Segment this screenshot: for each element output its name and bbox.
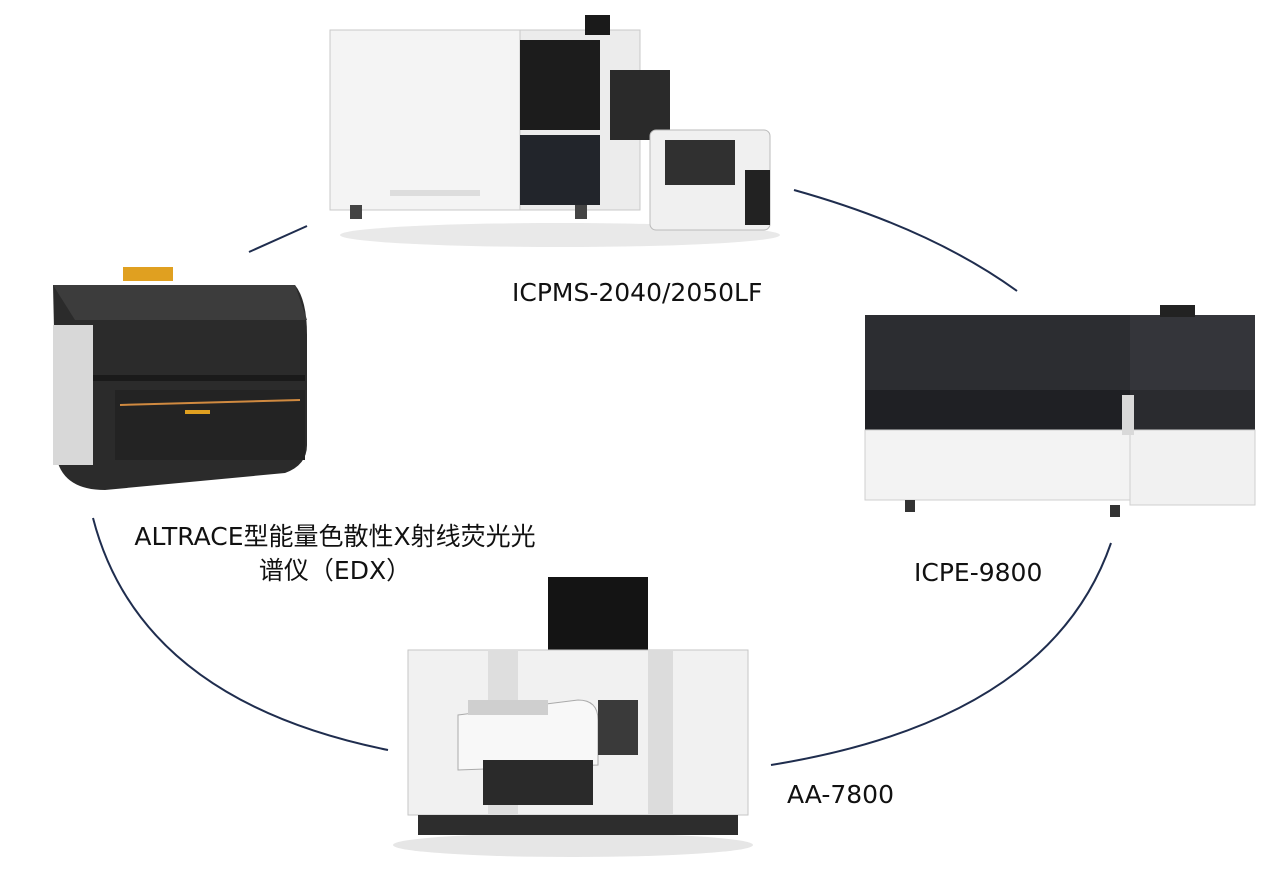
- arc-icpms-to-edx: [248, 225, 308, 253]
- arc-edx-to-aa: [92, 517, 389, 751]
- edx-label-line2: 谱仪（EDX）: [258, 556, 412, 585]
- edx-label: ALTRACE型能量色散性X射线荧光光 谱仪（EDX）: [100, 520, 570, 588]
- atomic-absorption-image: [393, 577, 753, 857]
- xrf-analyzer-image: [53, 267, 307, 490]
- icpms-label: ICPMS-2040/2050LF: [512, 278, 763, 307]
- mass-spectrometer-image: [329, 15, 780, 247]
- arc-icpe-to-aa: [770, 542, 1112, 766]
- aa-label: AA-7800: [787, 780, 894, 809]
- icpe-label: ICPE-9800: [914, 558, 1043, 587]
- emission-spectrometer-image: [864, 305, 1256, 517]
- edx-label-line1: ALTRACE型能量色散性X射线荧光光: [134, 522, 536, 551]
- arc-icpms-to-icpe: [793, 189, 1018, 292]
